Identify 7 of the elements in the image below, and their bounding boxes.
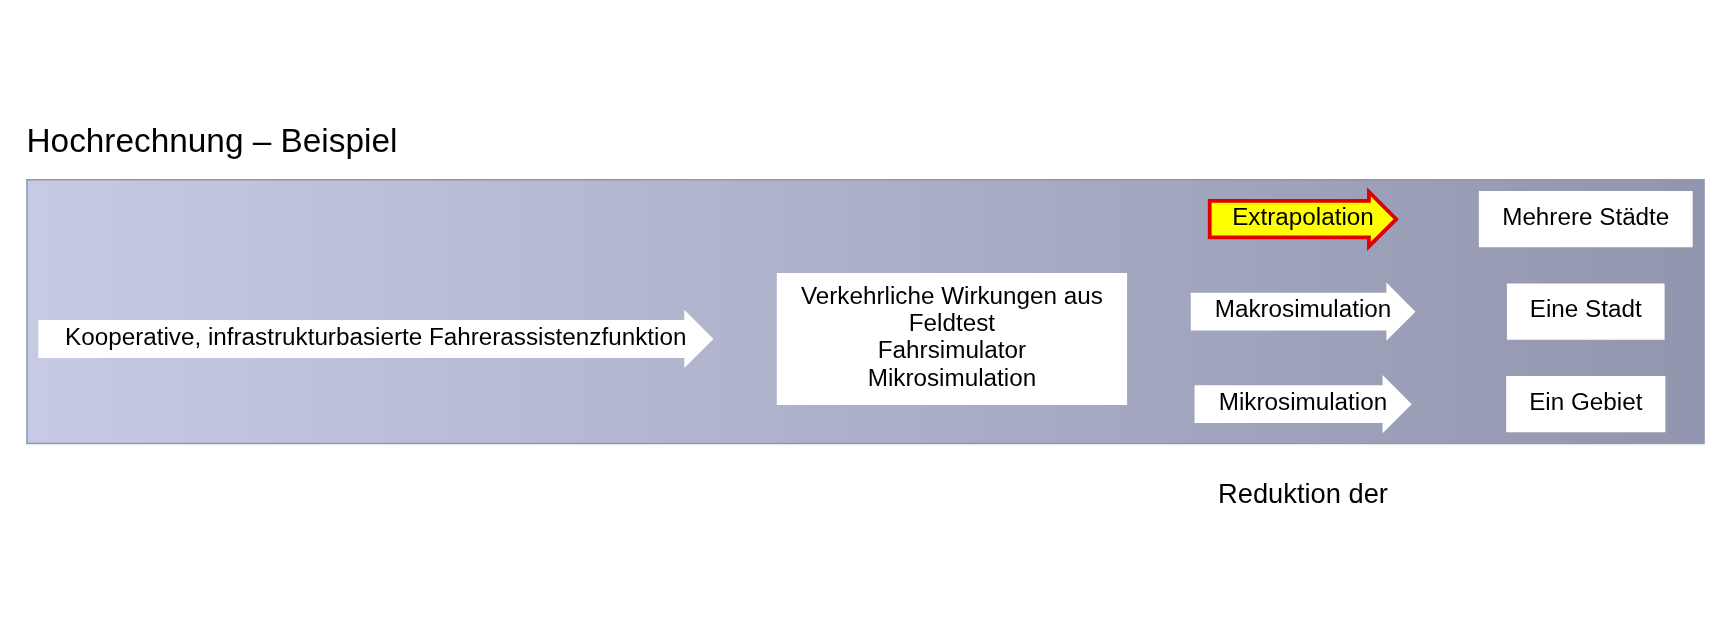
node-box: Eine Stadt: [1506, 283, 1665, 340]
label: Reduktion der: [1218, 478, 1388, 510]
node-box: Verkehrliche Wirkungen aus Feldtest Fahrsimulator Mikrosimulation: [776, 272, 1128, 405]
cluster: [26, 178, 1705, 445]
node-box: Mehrere Städte: [1478, 191, 1693, 248]
diagram-title: Hochrechnung – Beispiel: [26, 121, 398, 159]
node-box: Ein Gebiet: [1506, 376, 1666, 433]
